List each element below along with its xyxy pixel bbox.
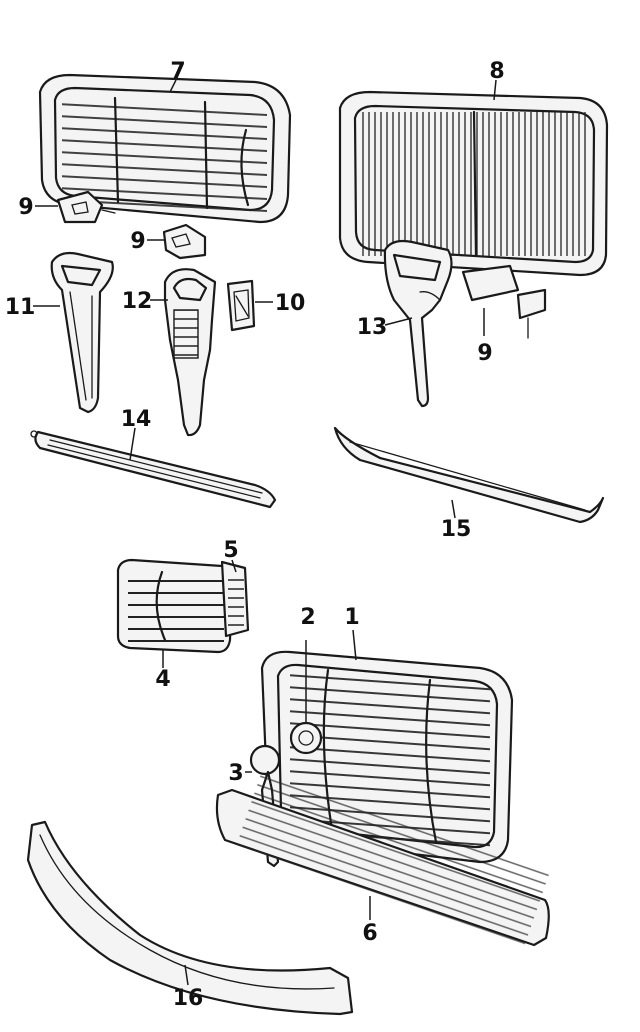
callout-9: 9 [18,195,33,220]
valance-16 [26,820,354,1016]
callout-labels: 7 8 9 9 11 12 10 13 9 14 15 5 4 2 1 3 6 … [5,59,505,1011]
grille-8 [338,90,609,277]
callout-15: 15 [441,517,472,542]
bracket-9-right [461,264,547,339]
molding-14 [30,430,277,509]
callout-1: 1 [344,605,359,630]
callout-16: 16 [173,986,204,1011]
callout-4: 4 [155,667,170,692]
callout-10: 10 [275,291,306,316]
bracket-9-left [56,190,116,224]
molding-15 [333,426,605,524]
callout-5: 5 [223,538,238,563]
callout-6: 6 [362,921,377,946]
insert-4 [116,558,234,654]
callout-9: 9 [477,341,492,366]
leader-lines [33,79,497,986]
callout-8: 8 [489,59,504,84]
support-11 [50,251,114,414]
emblem-2 [289,640,323,755]
bracket-9-center [162,223,207,260]
bracket-5 [220,560,250,638]
lower-grille-6 [215,773,550,949]
callout-12: 12 [122,289,153,314]
grille-7 [38,73,292,224]
support-13 [383,239,453,408]
callout-9: 9 [130,229,145,254]
callout-2: 2 [300,605,315,630]
callout-14: 14 [121,407,152,432]
callout-7: 7 [170,59,185,84]
callout-3: 3 [228,761,243,786]
callout-11: 11 [5,295,36,320]
support-12 [163,268,217,437]
emblem-10 [226,279,256,332]
callout-13: 13 [357,315,388,340]
